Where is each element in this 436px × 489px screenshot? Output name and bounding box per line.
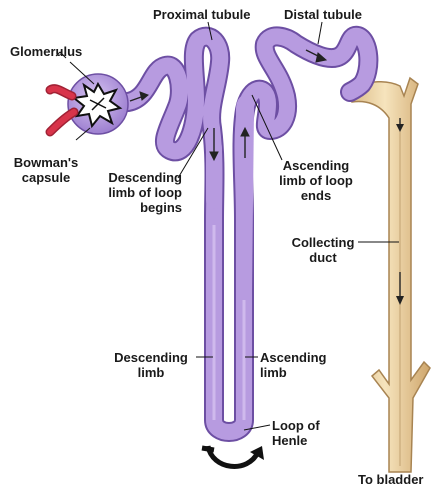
label-dlb-line1: Descending xyxy=(96,170,182,185)
label-to-bladder: To bladder xyxy=(358,472,423,487)
label-ascending-limb-ends: Ascending limb of loop ends xyxy=(270,158,362,203)
label-ascending-limb: Ascending limb xyxy=(260,350,326,380)
label-descending-limb-begins: Descending limb of loop begins xyxy=(96,170,182,215)
label-bowmans-capsule: Bowman's capsule xyxy=(10,155,82,185)
label-al-line1: Ascending xyxy=(260,350,326,365)
label-bowmans-line2: capsule xyxy=(10,170,82,185)
label-ale-line2: limb of loop xyxy=(270,173,362,188)
label-dlb-line2: limb of loop xyxy=(96,185,182,200)
blood-vessels xyxy=(50,89,74,132)
label-proximal-tubule: Proximal tubule xyxy=(153,7,251,22)
label-glomerulus: Glomerulus xyxy=(10,44,82,59)
label-cd-line1: Collecting xyxy=(288,235,358,250)
loop-rotation-arrow xyxy=(202,446,264,466)
label-ale-line1: Ascending xyxy=(270,158,362,173)
label-loh-line1: Loop of xyxy=(272,418,320,433)
label-ale-line3: ends xyxy=(270,188,362,203)
label-cd-line2: duct xyxy=(288,250,358,265)
label-loh-line2: Henle xyxy=(272,433,320,448)
label-al-line2: limb xyxy=(260,365,326,380)
label-dl-line2: limb xyxy=(108,365,194,380)
label-descending-limb: Descending limb xyxy=(108,350,194,380)
label-dl-line1: Descending xyxy=(108,350,194,365)
bowmans-capsule-shape xyxy=(68,74,128,134)
label-loop-of-henle: Loop of Henle xyxy=(272,418,320,448)
label-distal-tubule: Distal tubule xyxy=(284,7,362,22)
label-bowmans-line1: Bowman's xyxy=(10,155,82,170)
collecting-duct-shape xyxy=(348,78,430,472)
label-collecting-duct: Collecting duct xyxy=(288,235,358,265)
label-dlb-line3: begins xyxy=(96,200,182,215)
